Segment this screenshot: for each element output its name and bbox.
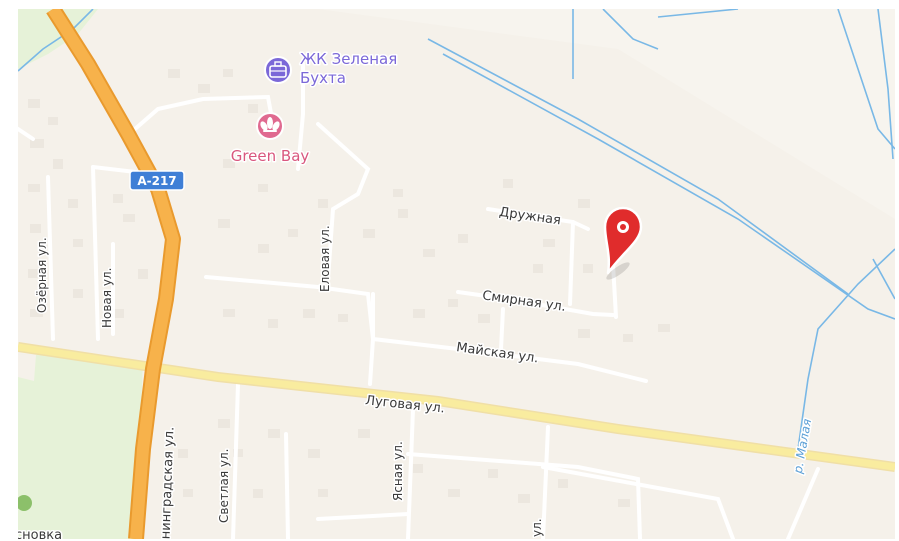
street-label-yasnaya[interactable]: Ясная ул. — [390, 440, 407, 503]
map-viewport[interactable]: А-217 ЖК Зеленая Бухта Green Bay — [18, 9, 895, 539]
street-label-ozernaya[interactable]: Озёрная ул. — [34, 236, 51, 315]
minor-roads — [18, 62, 820, 539]
street-label-kaliningradskaya[interactable]: алининградская ул. — [156, 425, 179, 539]
street-label-partial[interactable]: ул. — [529, 517, 546, 539]
location-pin-body — [603, 206, 643, 275]
poi-green-bay-label: Green Bay — [231, 147, 310, 165]
location-pin-shadow — [606, 262, 630, 280]
poi-residential-complex-line2: Бухта — [300, 69, 346, 87]
location-pin-icon[interactable] — [603, 206, 643, 282]
street-label-lugovaya[interactable]: Луговая ул. — [363, 392, 447, 418]
poi-residential-complex-bg — [264, 56, 292, 84]
highway-shield-label: А-217 — [137, 174, 176, 188]
forest-area-left — [18, 354, 143, 539]
lotus-icon — [260, 117, 280, 132]
settlement-label[interactable]: сновка — [18, 527, 64, 540]
settlement-dot — [18, 495, 32, 511]
street-label-svetlaya[interactable]: Светлая ул. — [216, 447, 233, 524]
street-label-elovaya[interactable]: Еловая ул. — [317, 224, 334, 294]
highway-a217 — [47, 9, 179, 539]
poi-residential-complex[interactable]: ЖК Зеленая Бухта — [264, 49, 399, 89]
land-patch — [18, 354, 36, 381]
location-pin-center — [620, 224, 626, 230]
water-streams — [18, 9, 895, 450]
poi-residential-complex-line1: ЖК Зеленая — [300, 50, 397, 68]
street-label-novaya[interactable]: Новая ул. — [99, 266, 116, 329]
map-canvas[interactable]: А-217 ЖК Зеленая Бухта Green Bay — [18, 9, 895, 539]
building-blocks — [28, 69, 670, 507]
briefcase-icon — [269, 61, 287, 78]
open-field — [318, 9, 895, 219]
highway-shield[interactable]: А-217 — [129, 170, 185, 191]
poi-green-bay[interactable]: Green Bay — [229, 112, 311, 167]
